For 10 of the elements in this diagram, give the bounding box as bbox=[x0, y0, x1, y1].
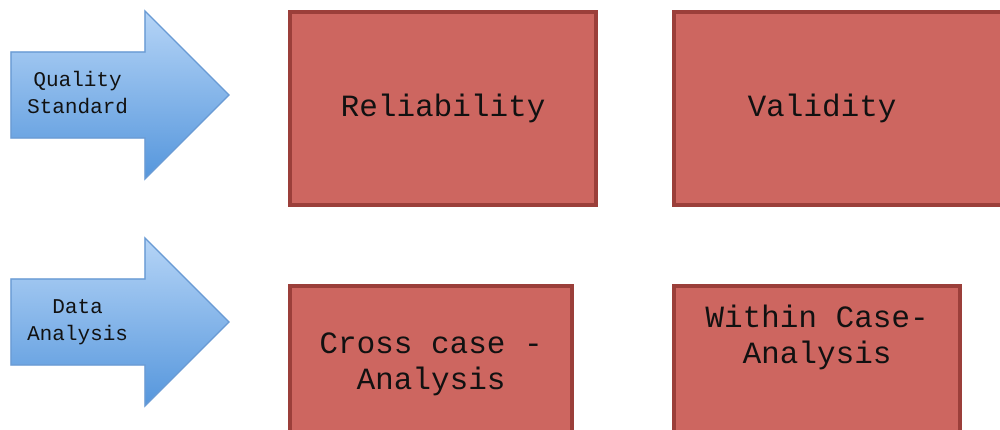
arrow-label: Quality Standard bbox=[26, 69, 129, 122]
arrow-label: Data Analysis bbox=[26, 296, 129, 349]
box-label: Within Case- Analysis bbox=[704, 302, 930, 374]
process-box bbox=[672, 284, 962, 430]
process-box bbox=[672, 10, 1000, 207]
box-label: Reliability bbox=[340, 90, 546, 126]
process-box bbox=[288, 10, 598, 207]
box-label: Cross case - Analysis bbox=[318, 328, 544, 400]
process-box bbox=[288, 284, 574, 430]
box-label: Validity bbox=[748, 90, 896, 126]
